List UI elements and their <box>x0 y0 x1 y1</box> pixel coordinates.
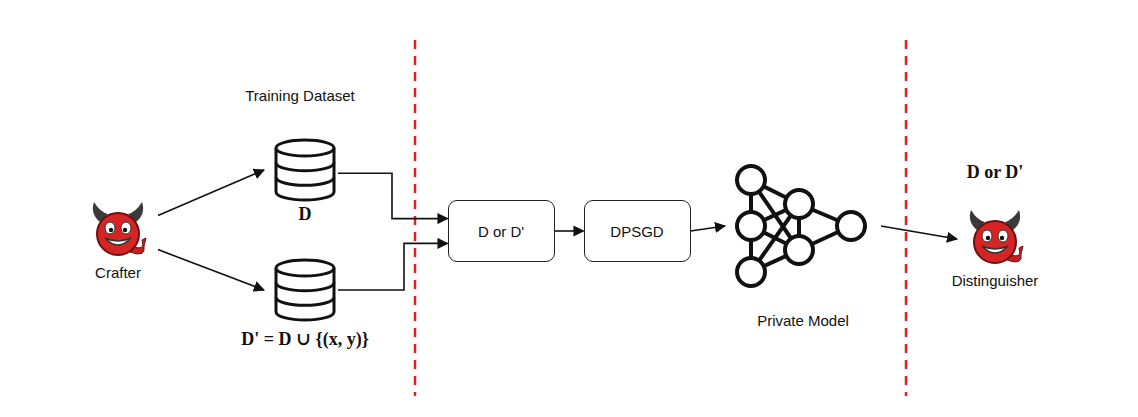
output-label: D or D' <box>967 162 1024 183</box>
group-label: Training Dataset <box>245 87 355 104</box>
database-cylinder <box>276 260 334 320</box>
flow-arrow <box>158 250 264 290</box>
devil-face <box>97 213 139 255</box>
cylinder-top <box>276 140 334 156</box>
network-neuron <box>737 258 765 286</box>
node-shape <box>733 160 873 292</box>
database-node: D' = D ∪ {(x, y)} <box>241 258 369 350</box>
node-shape <box>963 208 1027 270</box>
network-neuron <box>785 236 813 264</box>
flow-arrow <box>881 226 957 239</box>
node-shape <box>274 258 336 322</box>
network-neuron <box>785 190 813 218</box>
cylinder-ring <box>276 297 334 305</box>
actor-node: Crafter <box>86 200 150 281</box>
devil-pupil <box>986 236 990 240</box>
devil-eye <box>998 230 1008 242</box>
node-shape <box>86 200 150 262</box>
node-text: D or D' <box>478 223 524 240</box>
node-text: DPSGD <box>610 223 663 240</box>
devil-eye <box>105 222 115 234</box>
devil-eye <box>121 222 131 234</box>
devil-grin <box>982 246 1008 253</box>
node-shape <box>274 138 336 202</box>
model-node: Private Model <box>733 160 873 329</box>
network-neuron <box>737 166 765 194</box>
flow-arrow <box>691 226 726 231</box>
node-text: D <box>299 204 312 225</box>
devil-grin <box>105 238 131 245</box>
node-text: Crafter <box>95 264 141 281</box>
process-box: D or D' <box>448 200 555 262</box>
devil-pupil <box>109 228 113 232</box>
database-cylinder <box>276 140 334 200</box>
devil-face <box>974 221 1016 263</box>
flow-arrow <box>555 230 584 232</box>
node-text: D' = D ∪ {(x, y)} <box>241 328 369 350</box>
node-text: Private Model <box>757 312 849 329</box>
network-neuron <box>837 212 865 240</box>
neural-network-icon <box>737 166 865 286</box>
cylinder-ring <box>276 283 334 291</box>
devil-eye <box>982 230 992 242</box>
flow-arrow <box>338 243 448 290</box>
devil-pupil <box>1000 236 1004 240</box>
process-box: DPSGD <box>584 200 691 262</box>
node-text: Distinguisher <box>952 272 1039 289</box>
actor-node: Distinguisher <box>952 208 1039 289</box>
cylinder-top <box>276 260 334 276</box>
cylinder-ring <box>276 177 334 185</box>
flow-arrow <box>338 173 448 218</box>
network-neuron <box>737 212 765 240</box>
devil-pupil <box>123 228 127 232</box>
cylinder-ring <box>276 163 334 171</box>
flow-arrow <box>158 170 264 216</box>
database-node: D <box>274 138 336 225</box>
devil-icon <box>970 210 1023 263</box>
devil-icon <box>93 202 146 255</box>
boundary-dashed-line <box>905 40 908 396</box>
